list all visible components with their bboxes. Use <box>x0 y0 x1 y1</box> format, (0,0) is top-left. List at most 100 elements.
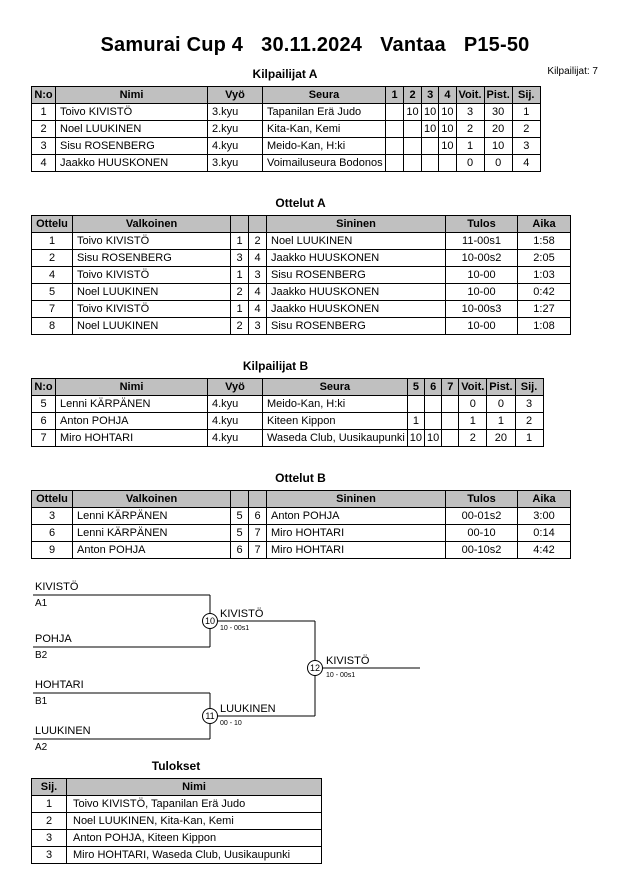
table-cell: 4.kyu <box>207 412 263 430</box>
table-cell: 1:08 <box>517 317 571 335</box>
table-cell: 7 <box>248 541 267 559</box>
table-cell: Sisu ROSENBERG <box>55 137 208 155</box>
column-header: Vyö <box>207 86 263 104</box>
table-cell: 4 <box>511 154 541 172</box>
table-cell <box>403 154 422 172</box>
event-city: Vantaa <box>380 34 446 56</box>
table-cell: Miro HOHTARI, Waseda Club, Uusikaupunki <box>66 846 322 864</box>
table-cell: 0 <box>458 395 488 413</box>
table-cell: 4 <box>248 300 267 318</box>
table-cell: 0 <box>455 154 485 172</box>
column-header: 2 <box>403 86 422 104</box>
column-header: Pist. <box>483 86 513 104</box>
table-cell: 1 <box>230 300 249 318</box>
table-cell: 7 <box>31 300 73 318</box>
table-cell: 3 <box>31 137 56 155</box>
table-cell: 2.kyu <box>207 120 263 138</box>
column-header: 3 <box>420 86 440 104</box>
section-heading-ottelut-b: Ottelut B <box>275 471 326 485</box>
table-cell: 10-00 <box>445 266 518 284</box>
bracket-entry-name: LUUKINEN <box>35 725 91 737</box>
table-cell: Lenni KÄRPÄNEN <box>72 507 231 525</box>
match-number: 11 <box>205 711 214 721</box>
table-cell <box>438 154 457 172</box>
table-cell: 1 <box>31 103 56 121</box>
table-cell: 2 <box>31 812 67 830</box>
table-cell: 4 <box>248 249 267 267</box>
column-header: Valkoinen <box>72 490 231 508</box>
table-cell: 4.kyu <box>207 429 263 447</box>
table-cell: 3.kyu <box>207 154 263 172</box>
table-cell: 4 <box>31 266 73 284</box>
table-cell <box>441 395 460 413</box>
column-header: Nimi <box>55 378 208 396</box>
table-cell: 2 <box>458 429 488 447</box>
column-header: 5 <box>406 378 426 396</box>
table-cell: 6 <box>230 541 249 559</box>
table-cell: Miro HOHTARI <box>266 541 446 559</box>
table-cell: 2 <box>31 120 56 138</box>
table-cell: 2 <box>230 317 249 335</box>
table-cell: 5 <box>31 395 56 413</box>
table-cell: 6 <box>248 507 267 525</box>
match-score: 10 - 00s1 <box>220 625 249 632</box>
table-cell <box>420 154 440 172</box>
table-cell: Anton POHJA <box>72 541 231 559</box>
table-cell: Tapanilan Erä Judo <box>262 103 386 121</box>
table-cell: 1 <box>514 429 544 447</box>
column-header: Tulos <box>445 215 518 233</box>
table-cell: Anton POHJA, Kiteen Kippon <box>66 829 322 847</box>
table-cell: 2 <box>511 120 541 138</box>
table-cell: 30 <box>483 103 513 121</box>
table-cell: 3 <box>31 507 73 525</box>
table-cell: 7 <box>248 524 267 542</box>
table-cell: 3 <box>248 266 267 284</box>
table-cell: 1 <box>230 232 249 250</box>
table-cell: 1 <box>486 412 516 430</box>
match-number-circle <box>202 708 218 724</box>
table-cell: Kiteen Kippon <box>262 412 408 430</box>
table-cell: 4.kyu <box>207 395 263 413</box>
table-cell: 10-00 <box>445 283 518 301</box>
table-cell: Meido-Kan, H:ki <box>262 137 386 155</box>
match-score: 00 - 10 <box>220 720 242 727</box>
table-cell: Lenni KÄRPÄNEN <box>55 395 208 413</box>
column-header: Voit. <box>455 86 485 104</box>
column-header: Seura <box>262 378 408 396</box>
column-header: 1 <box>385 86 404 104</box>
table-cell: 3 <box>31 846 67 864</box>
section-heading-ottelut-a: Ottelut A <box>275 196 326 210</box>
column-header <box>230 490 249 508</box>
table-cell: Toivo KIVISTÖ, Tapanilan Erä Judo <box>66 795 322 813</box>
bracket-entry-seed: B2 <box>35 650 48 661</box>
column-header <box>230 215 249 233</box>
table-cell: 3 <box>455 103 485 121</box>
column-header: Tulos <box>445 490 518 508</box>
table-cell: 0:42 <box>517 283 571 301</box>
table-cell: 1 <box>455 137 485 155</box>
section-heading-kilpailijat-b: Kilpailijat B <box>242 359 309 373</box>
section-heading-kilpailijat-a: Kilpailijat A <box>252 67 318 81</box>
table-cell: 3 <box>31 829 67 847</box>
bracket-entry-seed: A1 <box>35 598 48 609</box>
match-winner-name: KIVISTÖ <box>220 608 264 620</box>
table-cell <box>385 154 404 172</box>
bracket-entry-seed: A2 <box>35 742 48 753</box>
table-cell: Noel LUUKINEN, Kita-Kan, Kemi <box>66 812 322 830</box>
column-header: Sij. <box>514 378 544 396</box>
